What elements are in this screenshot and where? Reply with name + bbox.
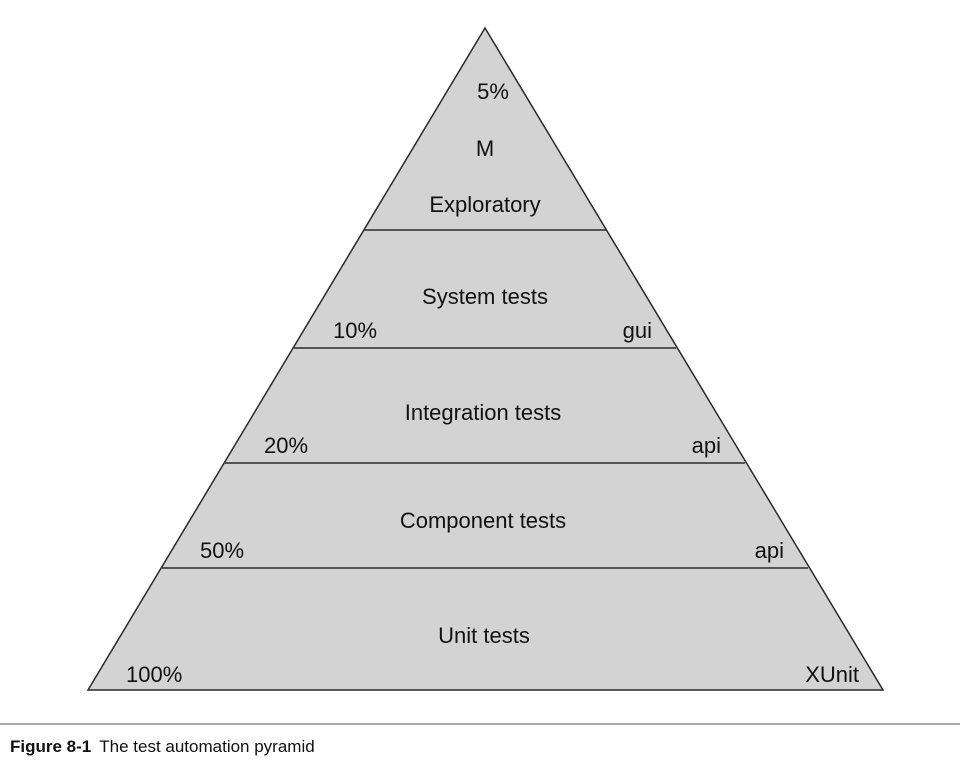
tier-integration-label: Integration tests <box>405 400 562 425</box>
tier-exploratory-label: Exploratory <box>429 192 540 217</box>
tier-unit-tool: XUnit <box>805 662 859 687</box>
tier-integration-tool: api <box>692 433 721 458</box>
tier-system-percent: 10% <box>333 318 377 343</box>
tier-exploratory-percent: 5% <box>477 79 509 104</box>
caption-divider <box>0 723 960 725</box>
tier-component-label: Component tests <box>400 508 566 533</box>
figure-number: Figure 8-1 <box>10 737 92 756</box>
tier-integration-percent: 20% <box>264 433 308 458</box>
tier-exploratory-marker: M <box>476 136 494 161</box>
tier-unit-percent: 100% <box>126 662 182 687</box>
figure-caption: Figure 8-1 The test automation pyramid <box>10 737 315 757</box>
tier-component-tool: api <box>755 538 784 563</box>
tier-unit-label: Unit tests <box>438 623 530 648</box>
pyramid-shape <box>86 26 885 691</box>
figure-caption-text: The test automation pyramid <box>99 737 315 756</box>
tier-system-label: System tests <box>422 284 548 309</box>
tier-system-tool: gui <box>623 318 652 343</box>
tier-component-percent: 50% <box>200 538 244 563</box>
